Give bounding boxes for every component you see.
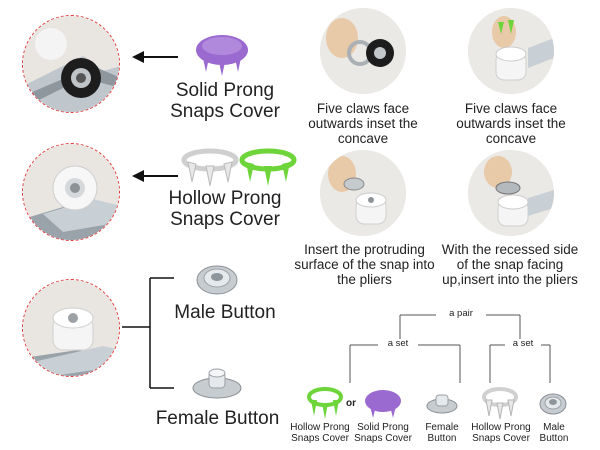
legend-label-female: Female Button bbox=[425, 422, 459, 444]
legend-label-solid-prong: Solid Prong Snaps Cover bbox=[354, 422, 412, 444]
female-button-icon bbox=[192, 368, 242, 399]
plier-detail-circle-1 bbox=[22, 15, 120, 113]
tree-label-pair: a pair bbox=[436, 309, 486, 319]
legend-male-button-icon bbox=[539, 393, 567, 415]
hollow-prong-white-icon bbox=[181, 148, 239, 186]
legend-or: or bbox=[346, 398, 356, 409]
step-caption-4: With the recessed side of the snap facin… bbox=[441, 242, 579, 287]
hollow-prong-label: Hollow Prong Snaps Cover bbox=[168, 188, 282, 230]
step-photo-2 bbox=[468, 8, 554, 94]
legend-hollow-prong-white-icon bbox=[482, 387, 518, 420]
legend-label-hollow-prong-1: Hollow Prong Snaps Cover bbox=[290, 422, 350, 444]
legend-label-hollow-prong-2: Hollow Prong Snaps Cover bbox=[471, 422, 531, 444]
step-caption-1: Five claws face outwards inset the conca… bbox=[308, 101, 418, 146]
tree-label-set-left: a set bbox=[378, 339, 418, 349]
step-photo-3 bbox=[320, 150, 406, 236]
hollow-prong-green-icon bbox=[239, 148, 297, 186]
bracket-connector bbox=[122, 277, 174, 389]
plier-detail-circle-2 bbox=[22, 143, 120, 241]
arrow-left-icon bbox=[132, 170, 178, 182]
step-caption-2: Five claws face outwards inset the conca… bbox=[456, 101, 566, 146]
plier-with-white-die-icon bbox=[23, 144, 119, 240]
step-caption-3: Insert the protruding surface of the sna… bbox=[294, 242, 435, 287]
step-photo-1 bbox=[320, 8, 406, 94]
legend-female-button-icon bbox=[426, 394, 458, 414]
male-button-icon bbox=[196, 265, 238, 295]
legend-label-male: Male Button bbox=[539, 422, 569, 444]
plier-with-white-post-icon bbox=[23, 280, 119, 376]
solid-prong-label: Solid Prong Snaps Cover bbox=[170, 80, 280, 122]
legend-hollow-prong-green-icon bbox=[307, 387, 343, 419]
tree-label-set-right: a set bbox=[505, 339, 541, 349]
male-button-label: Male Button bbox=[174, 302, 276, 323]
plier-with-black-die-icon bbox=[23, 16, 119, 112]
arrow-left-icon bbox=[132, 51, 178, 63]
female-button-label: Female Button bbox=[155, 408, 280, 429]
legend-solid-prong-purple-icon bbox=[365, 390, 401, 418]
plier-detail-circle-3 bbox=[22, 279, 120, 377]
step-photo-4 bbox=[468, 150, 554, 236]
solid-prong-snap-icon bbox=[196, 35, 248, 76]
